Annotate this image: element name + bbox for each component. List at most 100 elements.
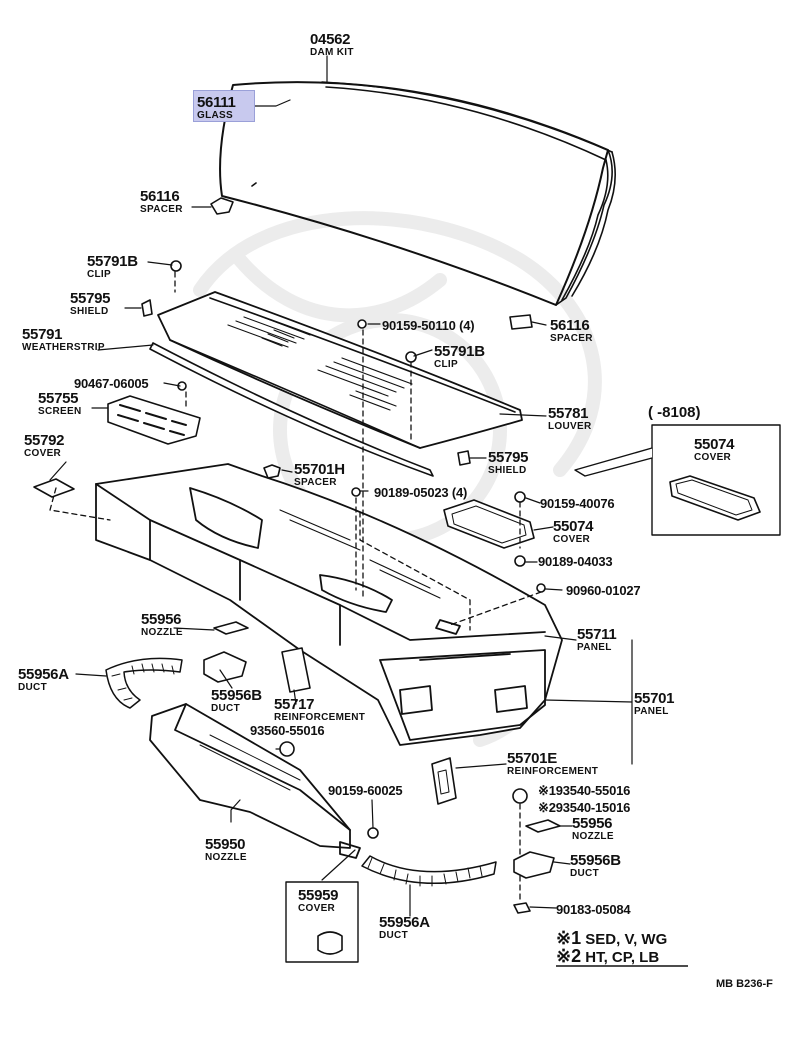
- duct-55956a-bottom: [361, 855, 497, 887]
- label-90960-01027[interactable]: 90960-01027: [566, 583, 641, 598]
- label-55074[interactable]: 55074 COVER: [553, 519, 594, 545]
- spacer-55701h: [263, 464, 281, 479]
- label-55701e[interactable]: 55701E REINFORCEMENT: [507, 751, 598, 777]
- label-90159-50110[interactable]: 90159-50110 (4): [382, 318, 475, 333]
- label-55791b-b[interactable]: 55791B CLIP: [434, 344, 485, 370]
- part-name: REINFORCEMENT: [274, 712, 366, 723]
- screen-55755: [107, 395, 201, 445]
- part-name: NOZZLE: [205, 852, 247, 863]
- part-number: 04562: [310, 31, 351, 48]
- label-55956b-b[interactable]: 55956B DUCT: [570, 853, 621, 879]
- inset-cover: [669, 475, 761, 521]
- part-name: DUCT: [379, 930, 408, 941]
- part-name: SHIELD: [70, 306, 109, 317]
- part-number: 55956B: [570, 852, 621, 869]
- part-number: 55956A: [18, 666, 69, 683]
- part-number: 55711: [577, 626, 617, 643]
- part-number: 56111: [197, 94, 236, 111]
- part-name: PANEL: [634, 706, 669, 717]
- part-name: SPACER: [294, 477, 337, 488]
- label-55781[interactable]: 55781 LOUVER: [548, 406, 591, 432]
- part-number: 55795: [70, 290, 111, 307]
- label-55711[interactable]: 55711 PANEL: [577, 626, 617, 653]
- diagram-code: MB B236-F: [716, 978, 773, 990]
- label-55956b-a[interactable]: 55956B DUCT: [211, 688, 262, 714]
- label-56116-a[interactable]: 56116 SPACER: [140, 189, 183, 215]
- label-04562[interactable]: 04562 DAM KIT: [310, 32, 354, 58]
- cover-cap: [317, 931, 343, 955]
- part-name: SPACER: [550, 333, 593, 344]
- part-number: 55956A: [379, 914, 430, 931]
- inset-box: [574, 424, 781, 536]
- label-90159-60025[interactable]: 90159-60025: [328, 783, 403, 798]
- part-name: CLIP: [87, 269, 111, 280]
- spacer-56116-right: [509, 314, 533, 330]
- label-93540-55016[interactable]: ※193540-55016: [538, 783, 631, 798]
- label-90183-05084[interactable]: 90183-05084: [556, 902, 631, 917]
- label-93540-15016[interactable]: ※293540-15016: [538, 800, 631, 815]
- part-name: DUCT: [18, 682, 47, 693]
- part-number: 55956: [572, 815, 613, 832]
- label-55074-box[interactable]: 55074 COVER: [694, 436, 735, 463]
- part-name: DUCT: [211, 703, 240, 714]
- label-55701[interactable]: 55701 PANEL: [634, 691, 675, 717]
- label-55956a-a[interactable]: 55956A DUCT: [18, 667, 69, 693]
- label-55795-a[interactable]: 55795 SHIELD: [70, 290, 111, 317]
- part-name: NOZZLE: [141, 627, 183, 638]
- cover-55792: [33, 478, 75, 498]
- part-number: 55701H: [294, 461, 345, 478]
- highlight-56111: [193, 90, 255, 122]
- windshield-glass: [219, 81, 616, 306]
- part-name: REINFORCEMENT: [507, 766, 599, 777]
- part-name: COVER: [553, 534, 591, 545]
- part-number: 55792: [24, 432, 65, 449]
- part-number: 55701E: [507, 750, 557, 767]
- label-90189-04033[interactable]: 90189-04033: [538, 554, 613, 569]
- label-55717[interactable]: 55717 REINFORCEMENT: [274, 697, 365, 723]
- label-55950[interactable]: 55950 NOZZLE: [205, 837, 247, 863]
- period-note: ( -8108): [648, 404, 701, 421]
- part-name: GLASS: [197, 110, 233, 121]
- label-55956-b[interactable]: 55956 NOZZLE: [572, 816, 614, 842]
- part-name: SPACER: [140, 204, 183, 215]
- label-56116-b[interactable]: 56116 SPACER: [550, 318, 593, 344]
- part-number: 55956B: [211, 687, 262, 704]
- label-55792[interactable]: 55792 COVER: [24, 432, 65, 459]
- part-number: 56116: [140, 188, 180, 205]
- part-name: DAM KIT: [310, 47, 354, 58]
- label-90159-40076[interactable]: 90159-40076: [540, 496, 615, 511]
- leaders: [49, 55, 633, 917]
- fasteners: [141, 260, 546, 914]
- label-90467-06005[interactable]: 90467-06005: [74, 376, 149, 391]
- part-number: 55074: [694, 436, 735, 453]
- duct-55956b-right: [513, 851, 555, 879]
- label-55791[interactable]: 55791 WEATHERSTRIP: [22, 327, 105, 353]
- label-55956-a[interactable]: 55956 NOZZLE: [141, 612, 183, 638]
- note-2: ※2 HT, CP, LB: [556, 946, 660, 966]
- part-number: 55950: [205, 836, 246, 853]
- label-55795-b[interactable]: 55795 SHIELD: [488, 450, 529, 476]
- label-55701h[interactable]: 55701H SPACER: [294, 462, 345, 488]
- label-93560-55016[interactable]: 93560-55016: [250, 723, 325, 738]
- note-1: ※1 SED, V, WG: [556, 928, 668, 948]
- label-56111[interactable]: 56111 GLASS: [197, 95, 236, 121]
- louver-55781: [157, 291, 523, 449]
- duct-55956b-left: [203, 651, 247, 683]
- cowl-panel-55701: [95, 463, 563, 746]
- weatherstrip-55791: [149, 342, 434, 477]
- part-number: 55791B: [434, 343, 485, 360]
- part-name: LOUVER: [548, 421, 592, 432]
- label-90189-05023[interactable]: 90189-05023 (4): [374, 485, 468, 500]
- part-number: 55755: [38, 390, 79, 407]
- part-name: WEATHERSTRIP: [22, 342, 105, 353]
- part-name: DUCT: [570, 868, 599, 879]
- label-55956a-b[interactable]: 55956A DUCT: [379, 915, 430, 941]
- label-55755[interactable]: 55755 SCREEN: [38, 391, 81, 417]
- label-55959[interactable]: 55959 COVER: [298, 888, 339, 914]
- cover-55074: [443, 499, 535, 549]
- dashed-leaders: [49, 271, 542, 901]
- label-55791b-a[interactable]: 55791B CLIP: [87, 254, 138, 280]
- part-name: COVER: [298, 903, 336, 914]
